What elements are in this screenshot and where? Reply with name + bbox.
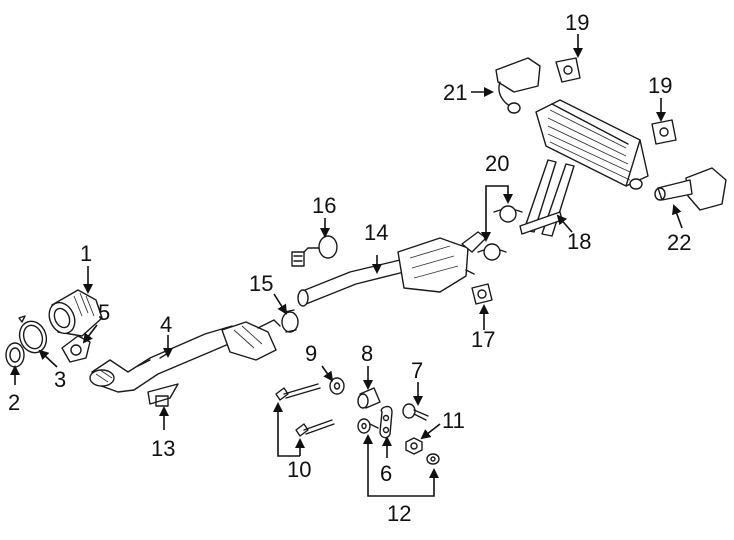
retaining-washer-part — [357, 418, 379, 434]
front-pipe-part — [89, 319, 281, 393]
callout-17: 17 — [471, 327, 495, 352]
spacer-sleeve-part — [357, 387, 381, 409]
callout-6: 6 — [380, 461, 392, 486]
mounting-strap-part — [379, 405, 393, 439]
bolt-long-part — [275, 383, 321, 401]
pipe-bracket-part — [147, 383, 179, 407]
tailpipe-tip-left-part — [495, 57, 541, 114]
callout-18: 18 — [567, 229, 591, 254]
pipe-clamps-pair-part — [477, 205, 523, 261]
washer-part — [329, 377, 345, 395]
callout-19-right: 19 — [648, 73, 672, 98]
callout-2: 2 — [8, 390, 20, 415]
callout-7: 7 — [411, 358, 423, 383]
center-muffler-part — [297, 231, 487, 307]
callout-leaders — [10, 34, 683, 497]
callout-22: 22 — [667, 230, 691, 255]
hex-nut-part — [405, 437, 423, 455]
callout-14: 14 — [364, 220, 388, 245]
callout-21: 21 — [443, 80, 467, 105]
callout-labels: 1 2 3 4 5 6 7 8 9 10 11 12 13 14 15 16 1… — [8, 10, 691, 526]
callout-20: 20 — [485, 151, 509, 176]
callout-13: 13 — [151, 436, 175, 461]
gasket-ring-part — [5, 342, 25, 368]
rubber-hanger-part — [471, 283, 493, 305]
small-bolt-part — [426, 453, 440, 465]
rubber-mount-right-part — [651, 119, 677, 145]
rubber-mount-upper-part — [555, 57, 581, 83]
callout-9: 9 — [305, 341, 317, 366]
flex-connector-part — [48, 289, 103, 337]
callout-4: 4 — [160, 312, 172, 337]
pipe-clamp-part — [281, 309, 299, 333]
bolt-short-part — [295, 419, 335, 437]
rear-muffler-part — [519, 99, 649, 237]
callout-10: 10 — [287, 457, 311, 482]
callout-1: 1 — [80, 241, 92, 266]
oxygen-sensor-part — [291, 235, 338, 267]
callout-5: 5 — [98, 300, 110, 325]
callout-15: 15 — [249, 271, 273, 296]
flange-bolt-part — [402, 403, 429, 421]
callout-11: 11 — [442, 408, 465, 433]
callout-12: 12 — [387, 501, 411, 526]
callout-8: 8 — [361, 341, 373, 366]
tailpipe-tip-right-part — [654, 167, 727, 211]
clamp-ring-part — [18, 315, 48, 354]
callout-3: 3 — [54, 367, 66, 392]
callout-19-upper: 19 — [565, 10, 589, 35]
callout-16: 16 — [312, 193, 336, 218]
